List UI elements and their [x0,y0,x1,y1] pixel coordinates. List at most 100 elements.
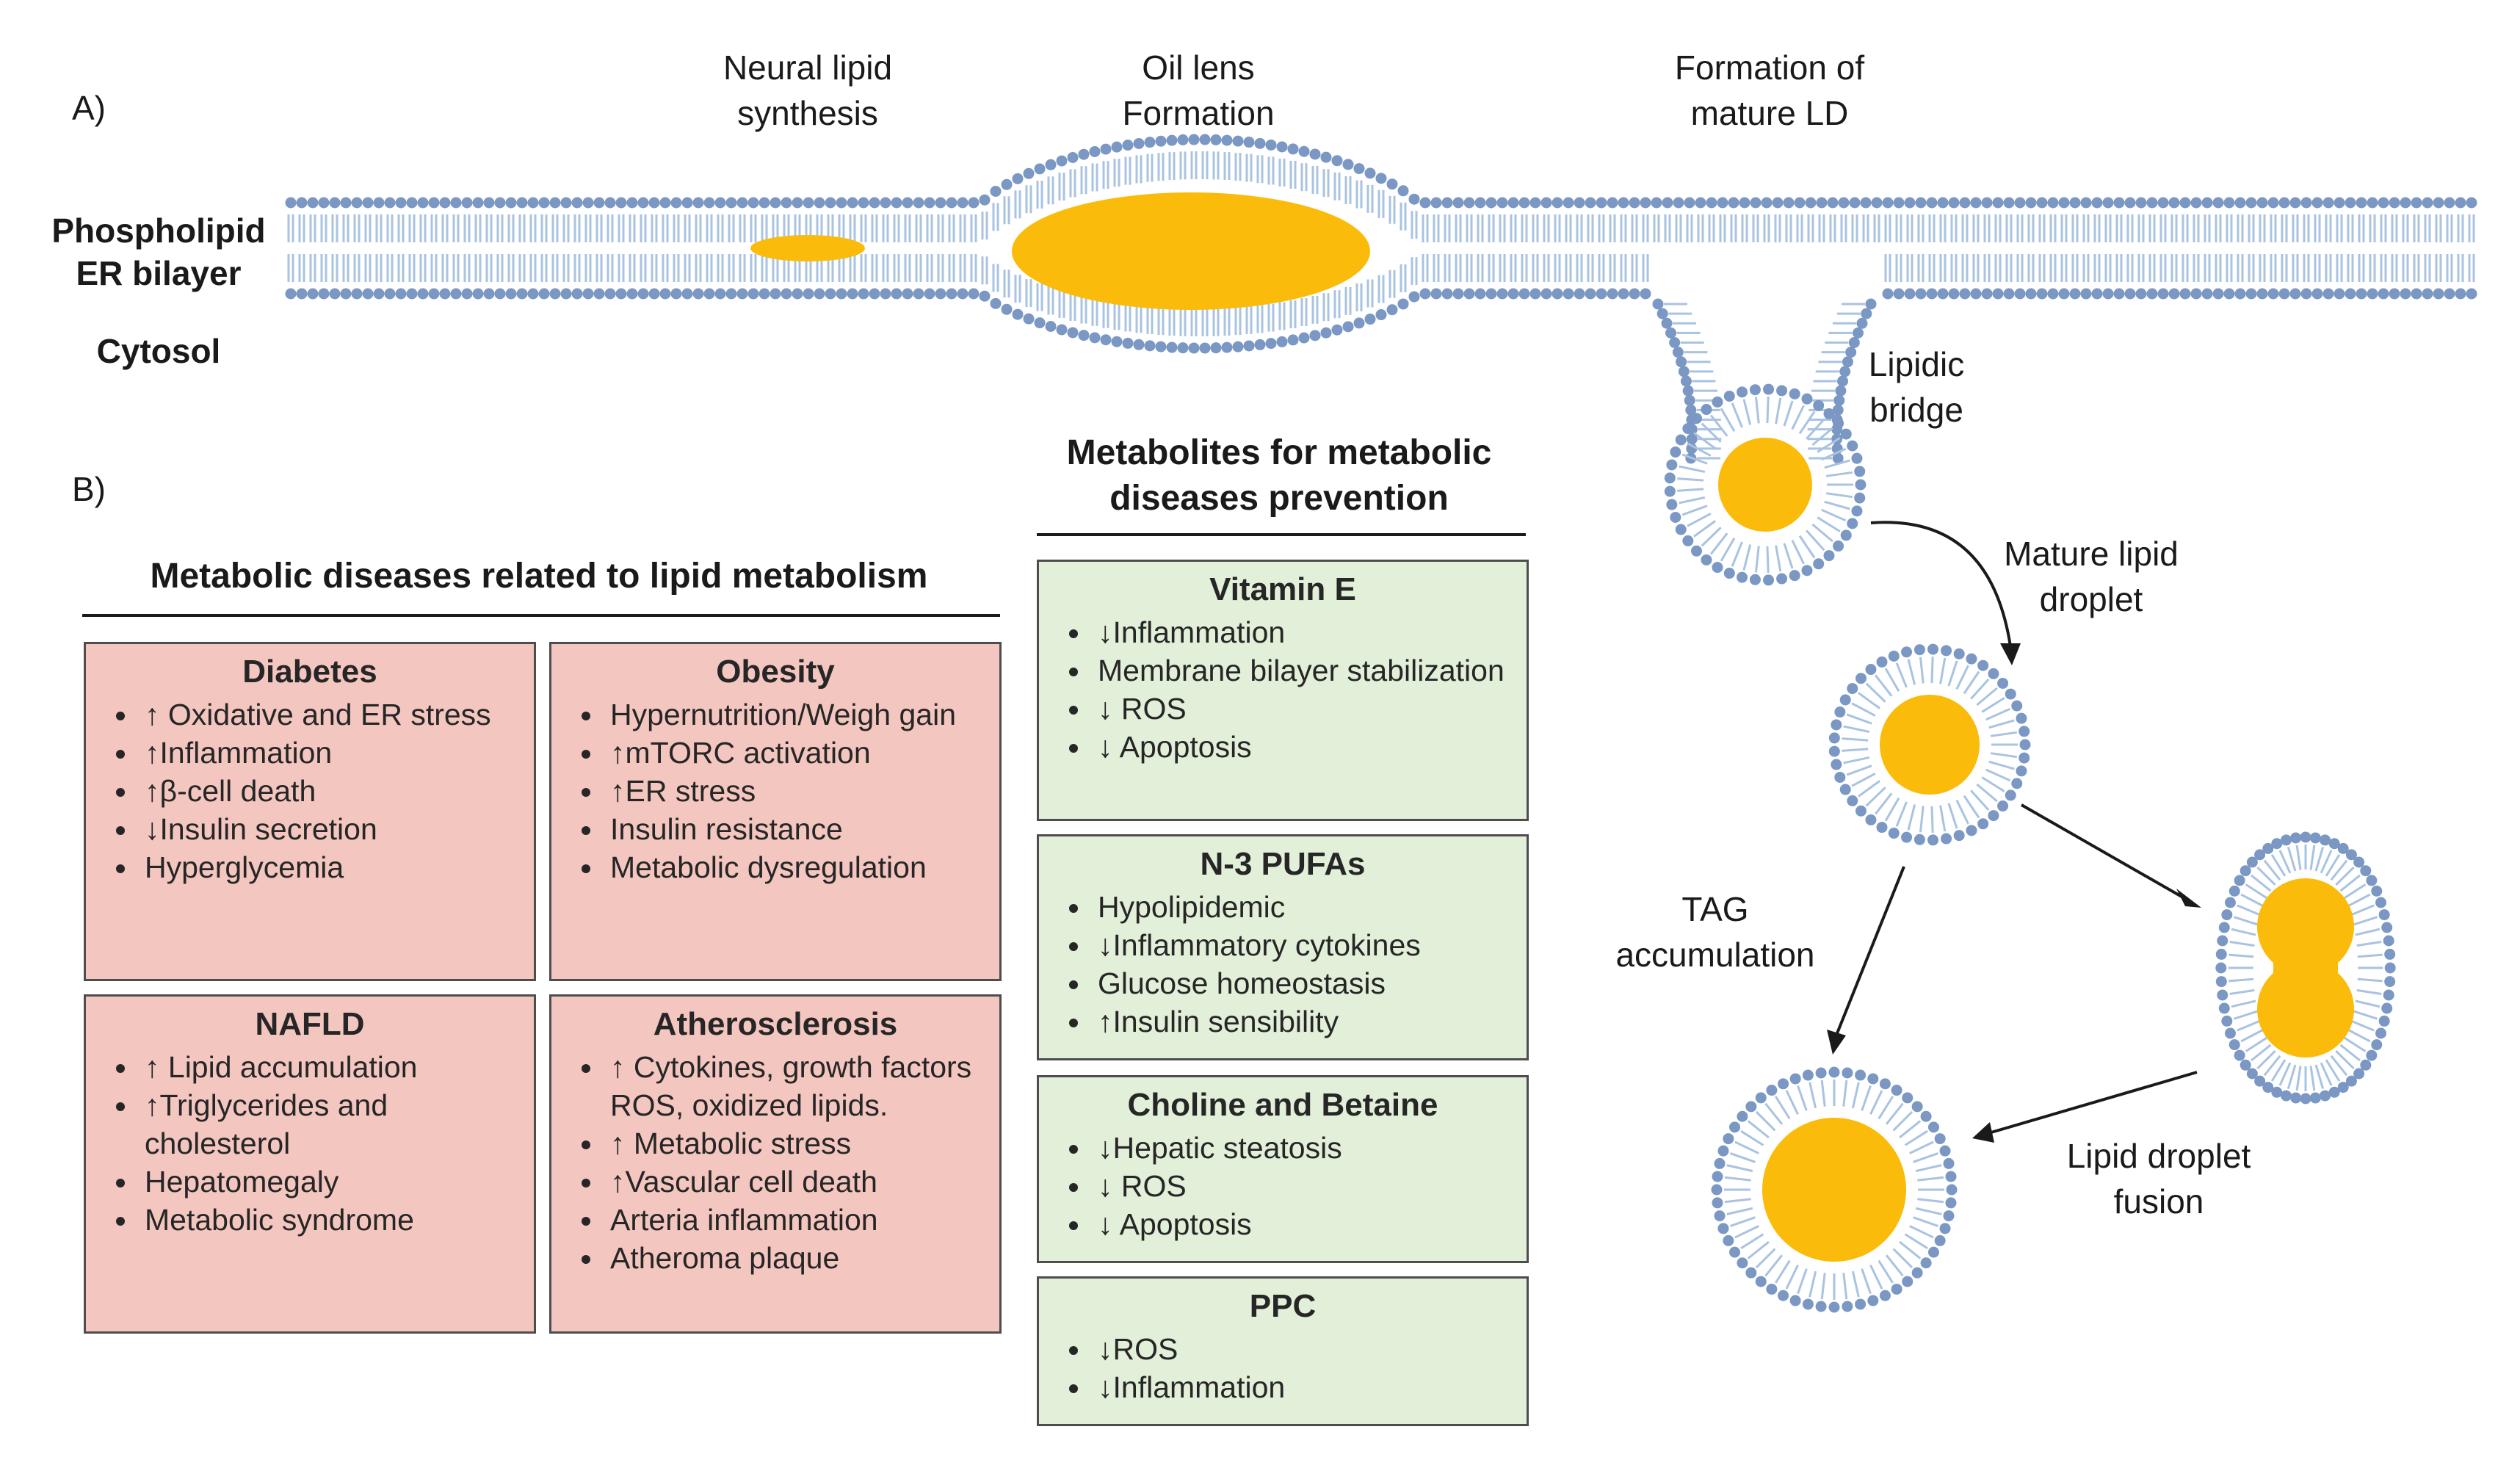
vesicle-tail [2270,854,2287,877]
lipid-head [1056,324,1068,336]
lipid-head [406,288,418,300]
bridge-lipid-head [1665,327,1677,339]
vesicle-head [1828,1301,1840,1313]
metabolite-title: Choline and Betaine [1127,1087,1438,1123]
lipid-head [472,288,484,300]
vesicle-head [2018,726,2030,737]
vesicle-tail [1734,1140,1759,1154]
vesicle-tail [2228,977,2254,983]
lipid-head [1507,197,1519,209]
list-item: ↓ ROS [1092,1167,1512,1205]
arrow-heads [1827,643,2201,1143]
lipid-head [1078,330,1090,341]
metabolite-items: ↓ROS ↓Inflammation [1039,1330,1527,1406]
vesicle-tail [1976,687,1998,706]
neutral-lipid-lens [750,235,865,261]
vesicle-head [1675,434,1687,446]
vesicle-head [1776,573,1788,585]
lipid-head [2124,197,2136,209]
lipid-head [549,197,561,209]
lipid-head [1684,197,1695,209]
vesicle-tail [2314,847,2325,872]
lipid-head [505,288,517,300]
vesicle-head [1927,643,1939,655]
list-item: ↑ER stress [604,772,985,810]
vesicle-head [1842,1301,1853,1312]
lipid-head [1893,288,1905,300]
lipid-head [307,197,319,209]
vesicle-head [2218,922,2230,933]
lipid-head [1937,197,1949,209]
vesicle-head [1855,479,1867,491]
lipidic-bridge-label-line-1: Lipidic [1869,345,1964,383]
vesicle-head [1888,828,1900,839]
vesicle-tail [1785,1090,1799,1115]
vesicle-head [1833,417,1844,429]
vesicle-tail [1851,1270,1860,1298]
bridge-lipid-head [1682,385,1694,397]
vesicle-head [1966,825,1977,836]
lipid-head [1210,342,1222,354]
lipid-head [2003,288,2015,300]
list-item: Hypernutrition/Weigh gain [604,695,985,734]
lipid-head [1254,137,1266,149]
vesicle-head [1901,831,1913,843]
lipid-head [439,288,451,300]
vesicle-head [2281,834,2292,846]
vesicle-head [1913,834,1925,845]
lipid-head [1640,197,1651,209]
lipid-head [604,288,616,300]
vesicle-tail [1775,545,1782,572]
lipid-head [318,197,330,209]
lipid-head [615,197,627,209]
lipid-head [758,288,770,300]
list-item: ↑Inflammation [139,734,519,772]
vesicle-head [2353,856,2365,868]
lipid-head [1023,313,1035,325]
lipid-head [803,288,814,300]
vesicle-head [1847,440,1858,452]
metabolite-title: Vitamin E [1209,571,1356,607]
lipid-head [880,197,891,209]
vesicle-head [1712,396,1723,408]
vesicle-head [2281,1090,2292,1102]
vesicle-head [1977,659,1989,671]
bridge-lipid-head [1652,298,1664,310]
vesicle-tail [1709,532,1728,555]
lipid-head [2322,197,2334,209]
list-item: ↓ Apoptosis [1092,728,1512,766]
vesicle-tail [2355,928,2380,936]
vesicle-head [2360,1059,2372,1071]
lipid-head [2047,288,2059,300]
vesicle-head [1840,428,1852,440]
lipid-head [1783,197,1795,209]
vesicle-tail [2270,1059,2287,1082]
vesicle-head [2218,1002,2230,1014]
lipid-head [1805,197,1817,209]
lipid-head [2278,197,2290,209]
list-item: ↑ Cytokines, growth factors ROS, oxidize… [604,1048,985,1124]
lipid-head [1893,197,1905,209]
list-item: ↓Insulin secretion [139,810,519,848]
lipid-head [1375,173,1387,184]
lipid-head [615,288,627,300]
bridge-lipid-head [1833,394,1845,406]
lipid-head [1056,155,1068,167]
lipid-head [1926,288,1938,300]
disease-box-obesity: Obesity Hypernutrition/Weigh gain ↑mTORC… [549,642,1002,981]
bridge-lipid-head [1676,356,1687,368]
lipid-head [538,288,550,300]
lipid-head [1662,197,1673,209]
vesicle-head [2262,842,2274,854]
lipid-head [2201,197,2213,209]
vesicle-tail [1720,537,1736,562]
vesicle-tail [1755,1110,1776,1132]
lipid-head [1772,197,1784,209]
lipid-head [858,288,869,300]
lipid-head [296,288,308,300]
vesicle-head [2016,712,2027,724]
vesicle-head [1941,833,1952,845]
lipid-head [2389,288,2400,300]
lipid-head [2135,288,2147,300]
lipid-head [2333,288,2345,300]
